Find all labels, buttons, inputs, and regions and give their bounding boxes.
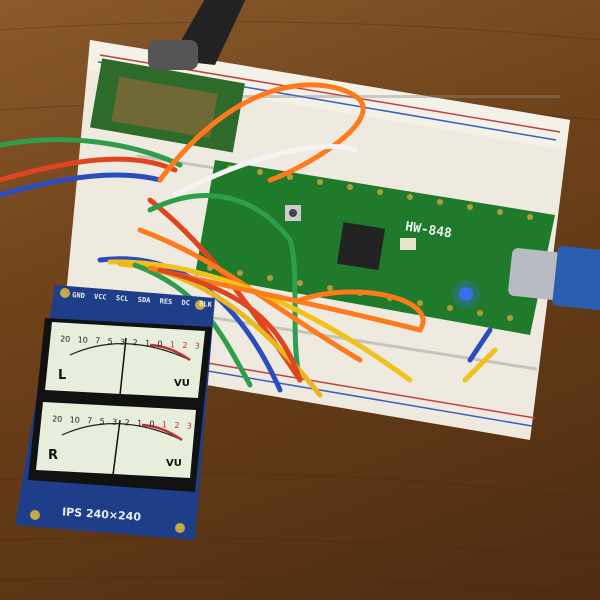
scale-mark: 1 <box>169 340 176 350</box>
usb-c-cable <box>508 245 600 311</box>
scale-mark: 2 <box>124 418 130 428</box>
scale-mark: 10 <box>69 415 81 425</box>
scale-mark: 2 <box>174 420 180 431</box>
needle-right <box>112 419 121 476</box>
scale-mark: 3 <box>194 341 201 351</box>
unit-left-label: VU <box>174 378 190 389</box>
status-led <box>459 287 473 301</box>
scale-mark: 3 <box>186 421 193 431</box>
jumper-wires <box>0 82 498 398</box>
scale-mark: 1 <box>144 338 151 349</box>
pin-label: DC <box>181 298 191 308</box>
pin-label: SCL <box>115 294 129 304</box>
scale-mark: 2 <box>132 338 138 348</box>
scale-mark: 1 <box>161 420 168 430</box>
pin-label: SDA <box>137 295 151 305</box>
unit-right-label: VU <box>166 458 182 469</box>
vu-meter-right <box>36 402 196 478</box>
pin-label: VCC <box>93 292 107 302</box>
scale-mark: 2 <box>182 340 188 351</box>
needle-left <box>119 337 127 396</box>
microcontroller-board <box>195 160 555 335</box>
pin-label: GND <box>71 291 86 300</box>
scale-mark: 7 <box>94 336 101 346</box>
scale-mark: 0 <box>157 339 163 349</box>
scale-mark: 10 <box>77 335 89 345</box>
display-module <box>15 285 215 540</box>
scale-mark: 20 <box>59 334 71 344</box>
scale-mark: 20 <box>51 414 63 424</box>
scale-mark: 7 <box>86 416 93 426</box>
scale-mark: 5 <box>99 416 105 427</box>
scale-mark: 3 <box>111 417 118 427</box>
scale-mark: 0 <box>149 419 155 429</box>
channel-left-label: L <box>58 368 67 383</box>
channel-right-label: R <box>48 448 59 463</box>
scale-mark: 5 <box>107 336 113 347</box>
mcu-chip <box>336 222 386 271</box>
scale-mark: 1 <box>136 418 143 429</box>
scale-mark: 3 <box>119 337 126 347</box>
pin-label: RES <box>159 297 173 307</box>
pin-label: BLK <box>198 300 213 309</box>
vu-meter-left <box>45 322 205 398</box>
